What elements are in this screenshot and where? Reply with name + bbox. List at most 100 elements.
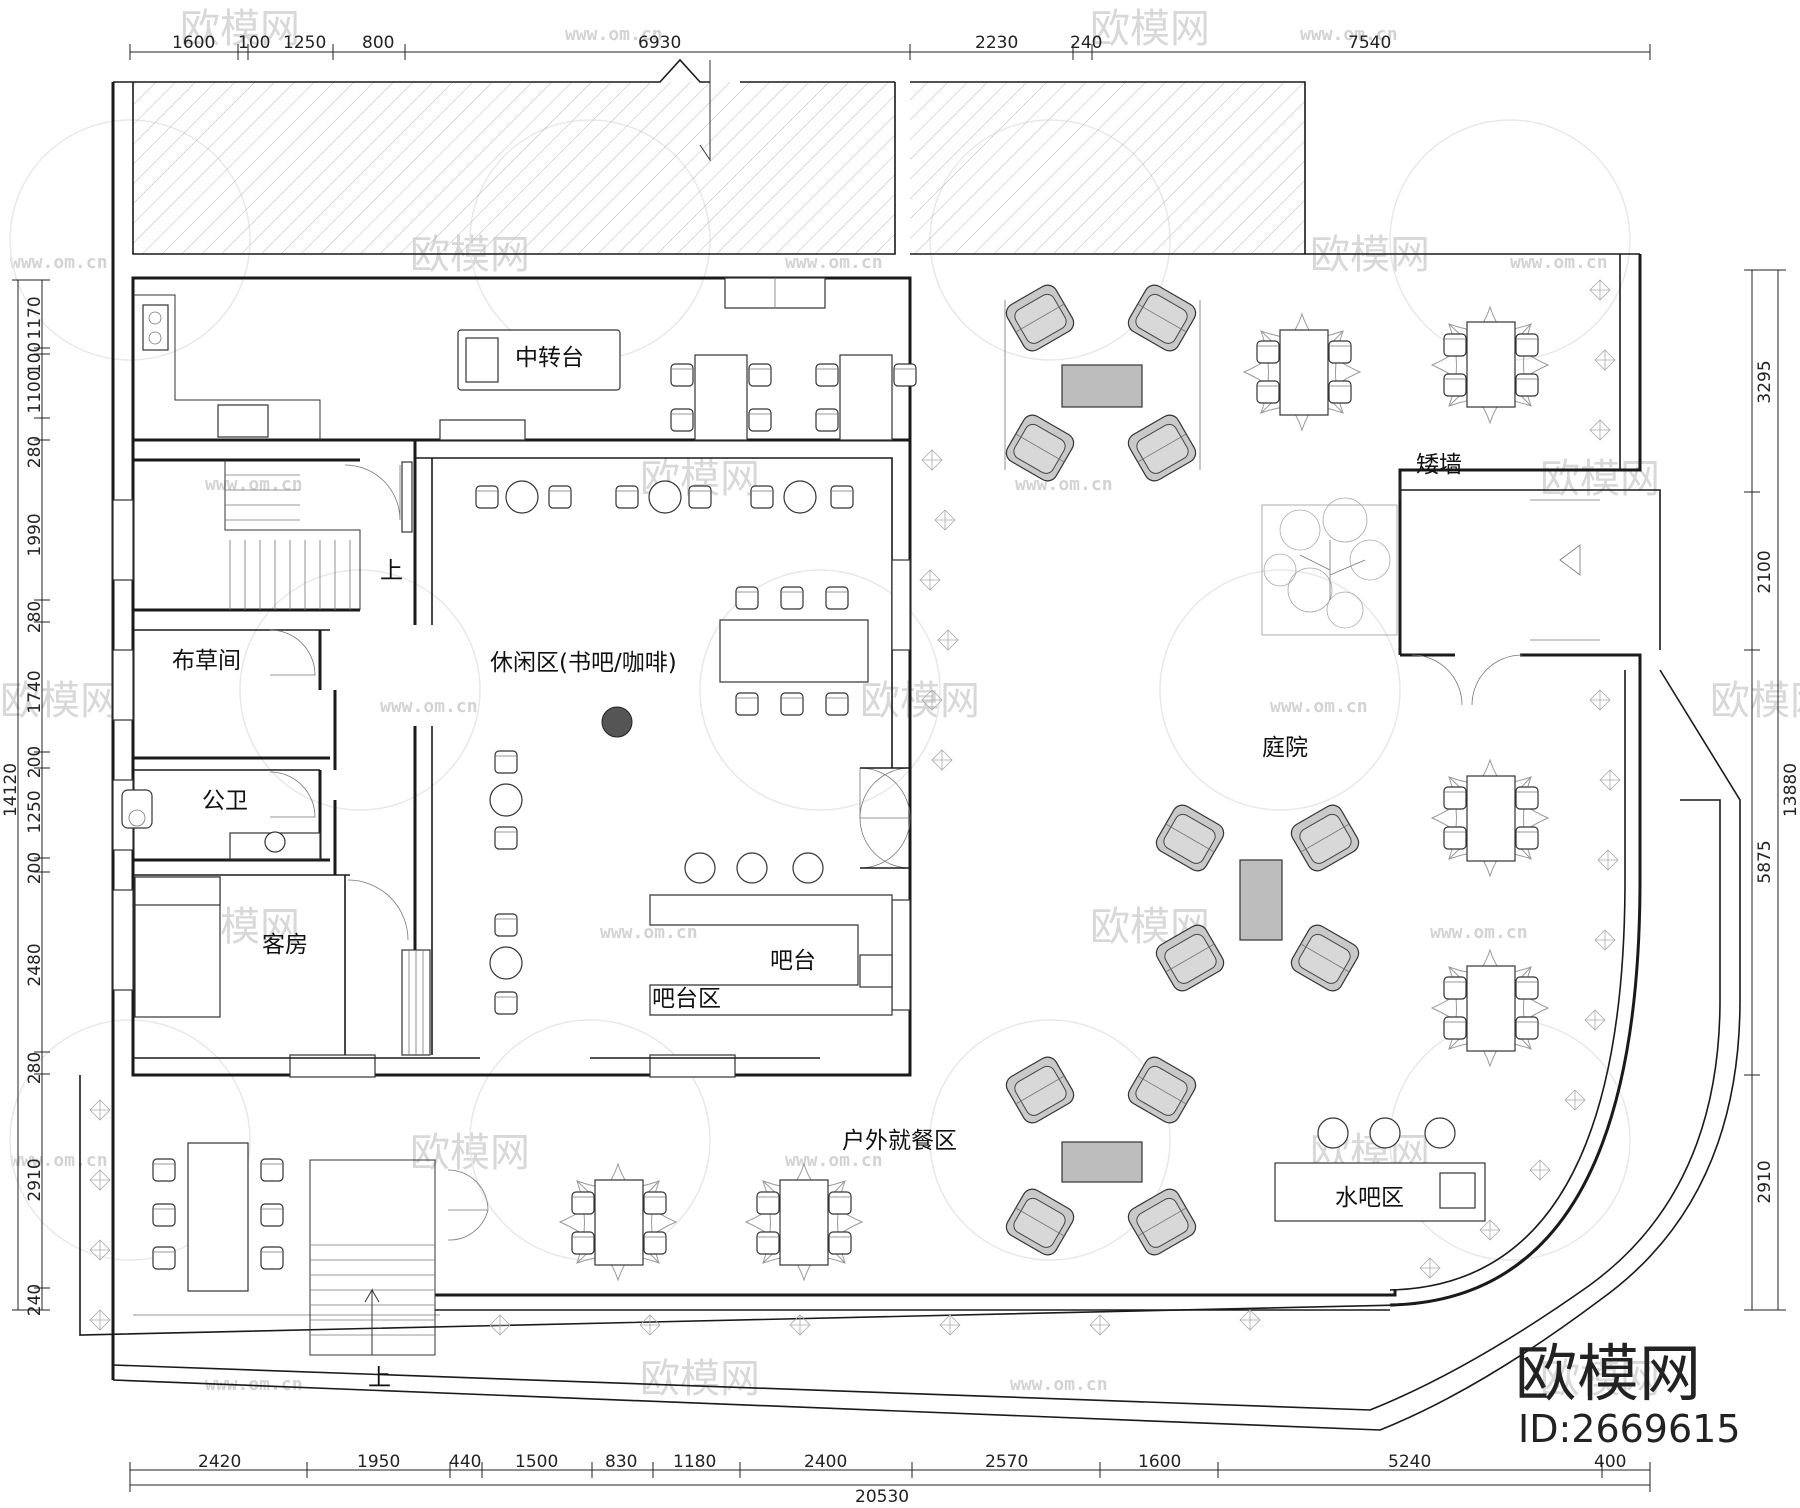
dim-left: 280	[25, 1052, 45, 1084]
room-label-courtyard: 庭院	[1262, 735, 1308, 761]
courtyard: 矮墙 庭院	[112, 254, 1741, 1431]
dim-top: 2230	[975, 33, 1018, 53]
watermark-url: www.om.cn	[1270, 696, 1368, 717]
dim-left: 200	[25, 852, 45, 884]
dim-bottom: 1950	[357, 1452, 400, 1472]
watermark-url: www.om.cn	[600, 922, 698, 943]
brand-logo-text: 欧模网	[1515, 1337, 1701, 1410]
bottom-dimension-line: 2420 1950 440 1500 830 1180 2400 2570 16…	[129, 1452, 1651, 1507]
dim-bottom: 1500	[515, 1452, 558, 1472]
dim-right: 5875	[1755, 840, 1775, 883]
lounge-set-north	[1002, 280, 1201, 486]
watermark-brand: 欧模网	[1540, 456, 1660, 502]
right-dimension-line: 3295 2100 5875 2910 13880	[1744, 269, 1800, 1311]
dim-top: 6930	[638, 33, 681, 53]
dim-left-total: 14120	[1, 763, 21, 817]
dim-bottom: 400	[1594, 1452, 1626, 1472]
room-label-low-wall: 矮墙	[1416, 452, 1462, 478]
kitchen-area: 中转台	[133, 277, 826, 441]
stairs-outdoor: 上	[309, 1159, 489, 1391]
watermark-url: www.om.cn	[1510, 252, 1608, 273]
dim-bottom: 830	[605, 1452, 637, 1472]
brand-watermark: 欧模网 ID:2669615	[1515, 1337, 1741, 1451]
brand-id: ID:2669615	[1518, 1407, 1741, 1451]
room-label-bar-area: 吧台区	[652, 986, 721, 1012]
room-label-linen: 布草间	[172, 648, 241, 674]
room-label-water-bar: 水吧区	[1335, 1185, 1404, 1211]
dim-top: 240	[1070, 33, 1102, 53]
top-dimension-line: 1600 100 1250 800 6930 2230 240 7540	[129, 33, 1651, 60]
wc-room: 公卫	[121, 771, 321, 860]
dim-right: 2100	[1755, 550, 1775, 593]
watermark-url: www.om.cn	[785, 1150, 883, 1171]
guest-room: 客房	[134, 876, 431, 1056]
stairs-up: 上	[224, 460, 413, 610]
watermark-brand: 欧模网	[1310, 232, 1430, 278]
watermark-url: www.om.cn	[205, 1374, 303, 1395]
watermark-url: www.om.cn	[785, 252, 883, 273]
water-bar: 水吧区	[1274, 1117, 1486, 1222]
umbrella-table-e-2	[1431, 949, 1549, 1067]
watermark-brand: 欧模网	[860, 678, 980, 724]
dim-bottom: 1600	[1138, 1452, 1181, 1472]
dim-left: 240	[25, 1284, 45, 1316]
dim-left: 200	[25, 746, 45, 778]
dim-right: 2910	[1755, 1160, 1775, 1203]
watermark-brand: 欧模网	[640, 1356, 760, 1402]
lounge-set-center	[1152, 800, 1363, 996]
dim-top: 7540	[1348, 33, 1391, 53]
watermark-brand: 欧模网	[180, 6, 300, 52]
dim-right: 3295	[1755, 360, 1775, 403]
bar-counter	[649, 894, 893, 1016]
north-hatched-area	[111, 58, 1640, 1380]
lounge-set-south	[1002, 1052, 1200, 1260]
indoor-top-tables	[670, 354, 917, 441]
room-label-wc: 公卫	[202, 788, 248, 814]
dim-bottom: 5240	[1388, 1452, 1431, 1472]
watermark-brand: 欧模网	[0, 678, 120, 724]
watermark-url: www.om.cn	[10, 252, 108, 273]
dim-left: 2910	[25, 1158, 45, 1201]
dim-left: 280	[25, 601, 45, 633]
dim-top: 800	[362, 33, 394, 53]
dim-left: 2480	[25, 943, 45, 986]
watermark-url: www.om.cn	[1430, 922, 1528, 943]
watermark-url: www.om.cn	[205, 474, 303, 495]
umbrella-table-e-1	[1431, 759, 1549, 877]
watermark-url: www.om.cn	[565, 24, 663, 45]
watermark-brand: 欧模网	[1090, 6, 1210, 52]
room-label-outdoor-dining: 户外就餐区	[842, 1128, 957, 1154]
dim-bottom: 2570	[985, 1452, 1028, 1472]
watermark-url: www.om.cn	[10, 1150, 108, 1171]
dim-left: 280	[25, 436, 45, 468]
stair-up-label-outdoor: 上	[368, 1365, 391, 1391]
dim-top: 1250	[283, 33, 326, 53]
watermark-brand: 欧模网	[1540, 1356, 1660, 1402]
dim-left: 1170	[25, 296, 45, 339]
dim-left: 1740	[25, 670, 45, 713]
left-dimension-line: 1170 100 1100 280 1990 280 1740 200 1250…	[1, 279, 50, 1316]
watermark-url: www.om.cn	[1010, 1374, 1108, 1395]
dim-top: 100	[238, 33, 270, 53]
dim-left: 1990	[25, 513, 45, 556]
room-label-transfer: 中转台	[515, 345, 584, 371]
watermark-url: www.om.cn	[1300, 24, 1398, 45]
umbrella-table-ne-2	[1431, 306, 1549, 424]
room-label-leisure: 休闲区(书吧/咖啡)	[490, 650, 677, 676]
dim-right-total: 13880	[1781, 763, 1800, 817]
watermark-brand: 欧模网	[1710, 678, 1800, 724]
dim-bottom-total: 20530	[855, 1487, 909, 1507]
dim-left: 100	[25, 342, 45, 374]
dim-left: 1100	[25, 370, 45, 413]
watermark-url: www.om.cn	[1015, 474, 1113, 495]
dim-bottom: 440	[449, 1452, 481, 1472]
leisure-area: 休闲区(书吧/咖啡) 吧台 吧台区	[475, 480, 911, 1016]
tree-icon	[1261, 497, 1398, 636]
dim-bottom: 2420	[198, 1452, 241, 1472]
umbrella-table-s-2	[745, 1163, 863, 1281]
room-label-guest: 客房	[262, 932, 308, 958]
room-label-bar: 吧台	[770, 948, 816, 974]
dim-bottom: 1180	[673, 1452, 716, 1472]
stair-up-label: 上	[380, 558, 403, 584]
